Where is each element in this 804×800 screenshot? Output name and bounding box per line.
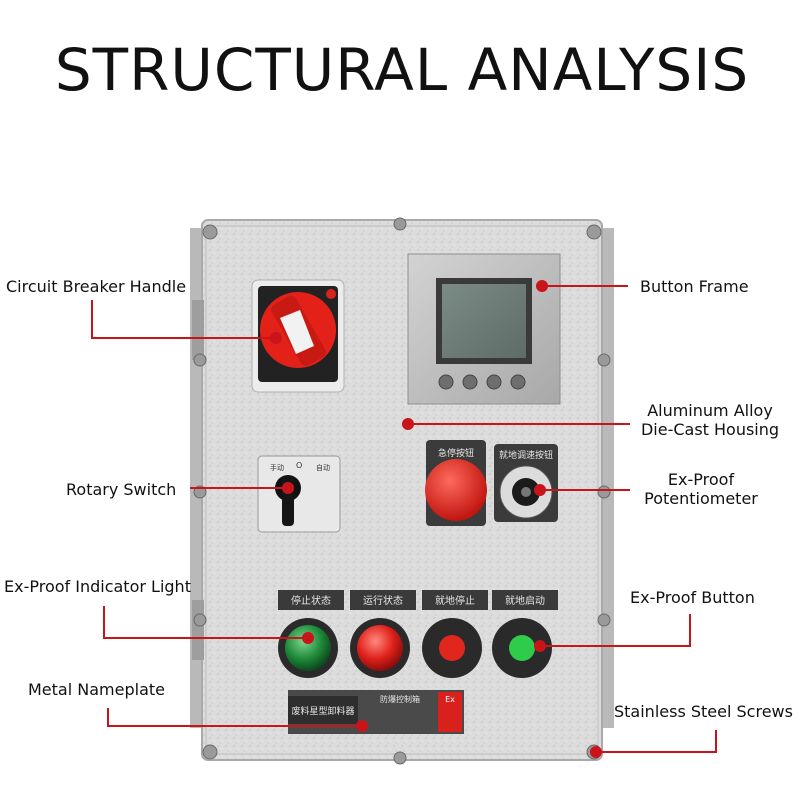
rotary-top-label: O: [296, 461, 302, 470]
stop-status-label: 停止状态: [291, 594, 331, 607]
local-start-label: 就地启动: [505, 594, 545, 607]
run-status-label: 运行状态: [363, 594, 403, 607]
label-indicator-light: Ex-Proof Indicator Light: [4, 577, 191, 596]
label-button-frame: Button Frame: [640, 277, 749, 296]
potentiometer: [494, 444, 558, 522]
label-potentiometer: Ex-Proof Potentiometer: [636, 470, 766, 508]
page-title: STRUCTURAL ANALYSIS: [54, 36, 750, 104]
indicator-lights: [278, 618, 410, 678]
nameplate-header: 防爆控制箱: [380, 694, 420, 704]
label-potentiometer-line2: Potentiometer: [644, 489, 758, 508]
nameplate: [288, 690, 464, 734]
label-housing-line1: Aluminum Alloy: [647, 401, 773, 420]
callout-lines: [91, 285, 717, 753]
ex-mark: Ex: [445, 695, 455, 704]
push-buttons: [422, 618, 552, 678]
label-housing-line2: Die-Cast Housing: [640, 420, 780, 439]
label-rotary-switch: Rotary Switch: [66, 480, 177, 499]
nameplate-title: 废料星型卸料器: [291, 705, 354, 717]
label-circuit-breaker-handle: Circuit Breaker Handle: [6, 277, 187, 296]
label-strips: [278, 590, 558, 610]
emergency-stop-label: 急停按钮: [438, 447, 474, 459]
rotary-left-label: 手动: [270, 463, 284, 472]
label-ex-proof-button: Ex-Proof Button: [630, 588, 755, 607]
local-speed-label: 就地调速按钮: [499, 449, 553, 461]
emergency-stop: [425, 440, 487, 526]
panel-text: 急停按钮 就地调速按钮 停止状态 运行状态 就地停止 就地启动 废料星型卸料器 …: [270, 447, 553, 717]
label-metal-nameplate: Metal Nameplate: [28, 680, 165, 699]
display-panel: [407, 253, 561, 405]
label-stainless-screws: Stainless Steel Screws: [614, 702, 793, 721]
callout-dots: [270, 280, 602, 758]
screws: [193, 217, 611, 765]
circuit-breaker: [251, 279, 345, 393]
label-potentiometer-line1: Ex-Proof: [667, 470, 735, 489]
local-stop-label: 就地停止: [435, 594, 475, 607]
label-housing: Aluminum Alloy Die-Cast Housing: [630, 401, 790, 439]
rotary-right-label: 自动: [316, 463, 330, 472]
